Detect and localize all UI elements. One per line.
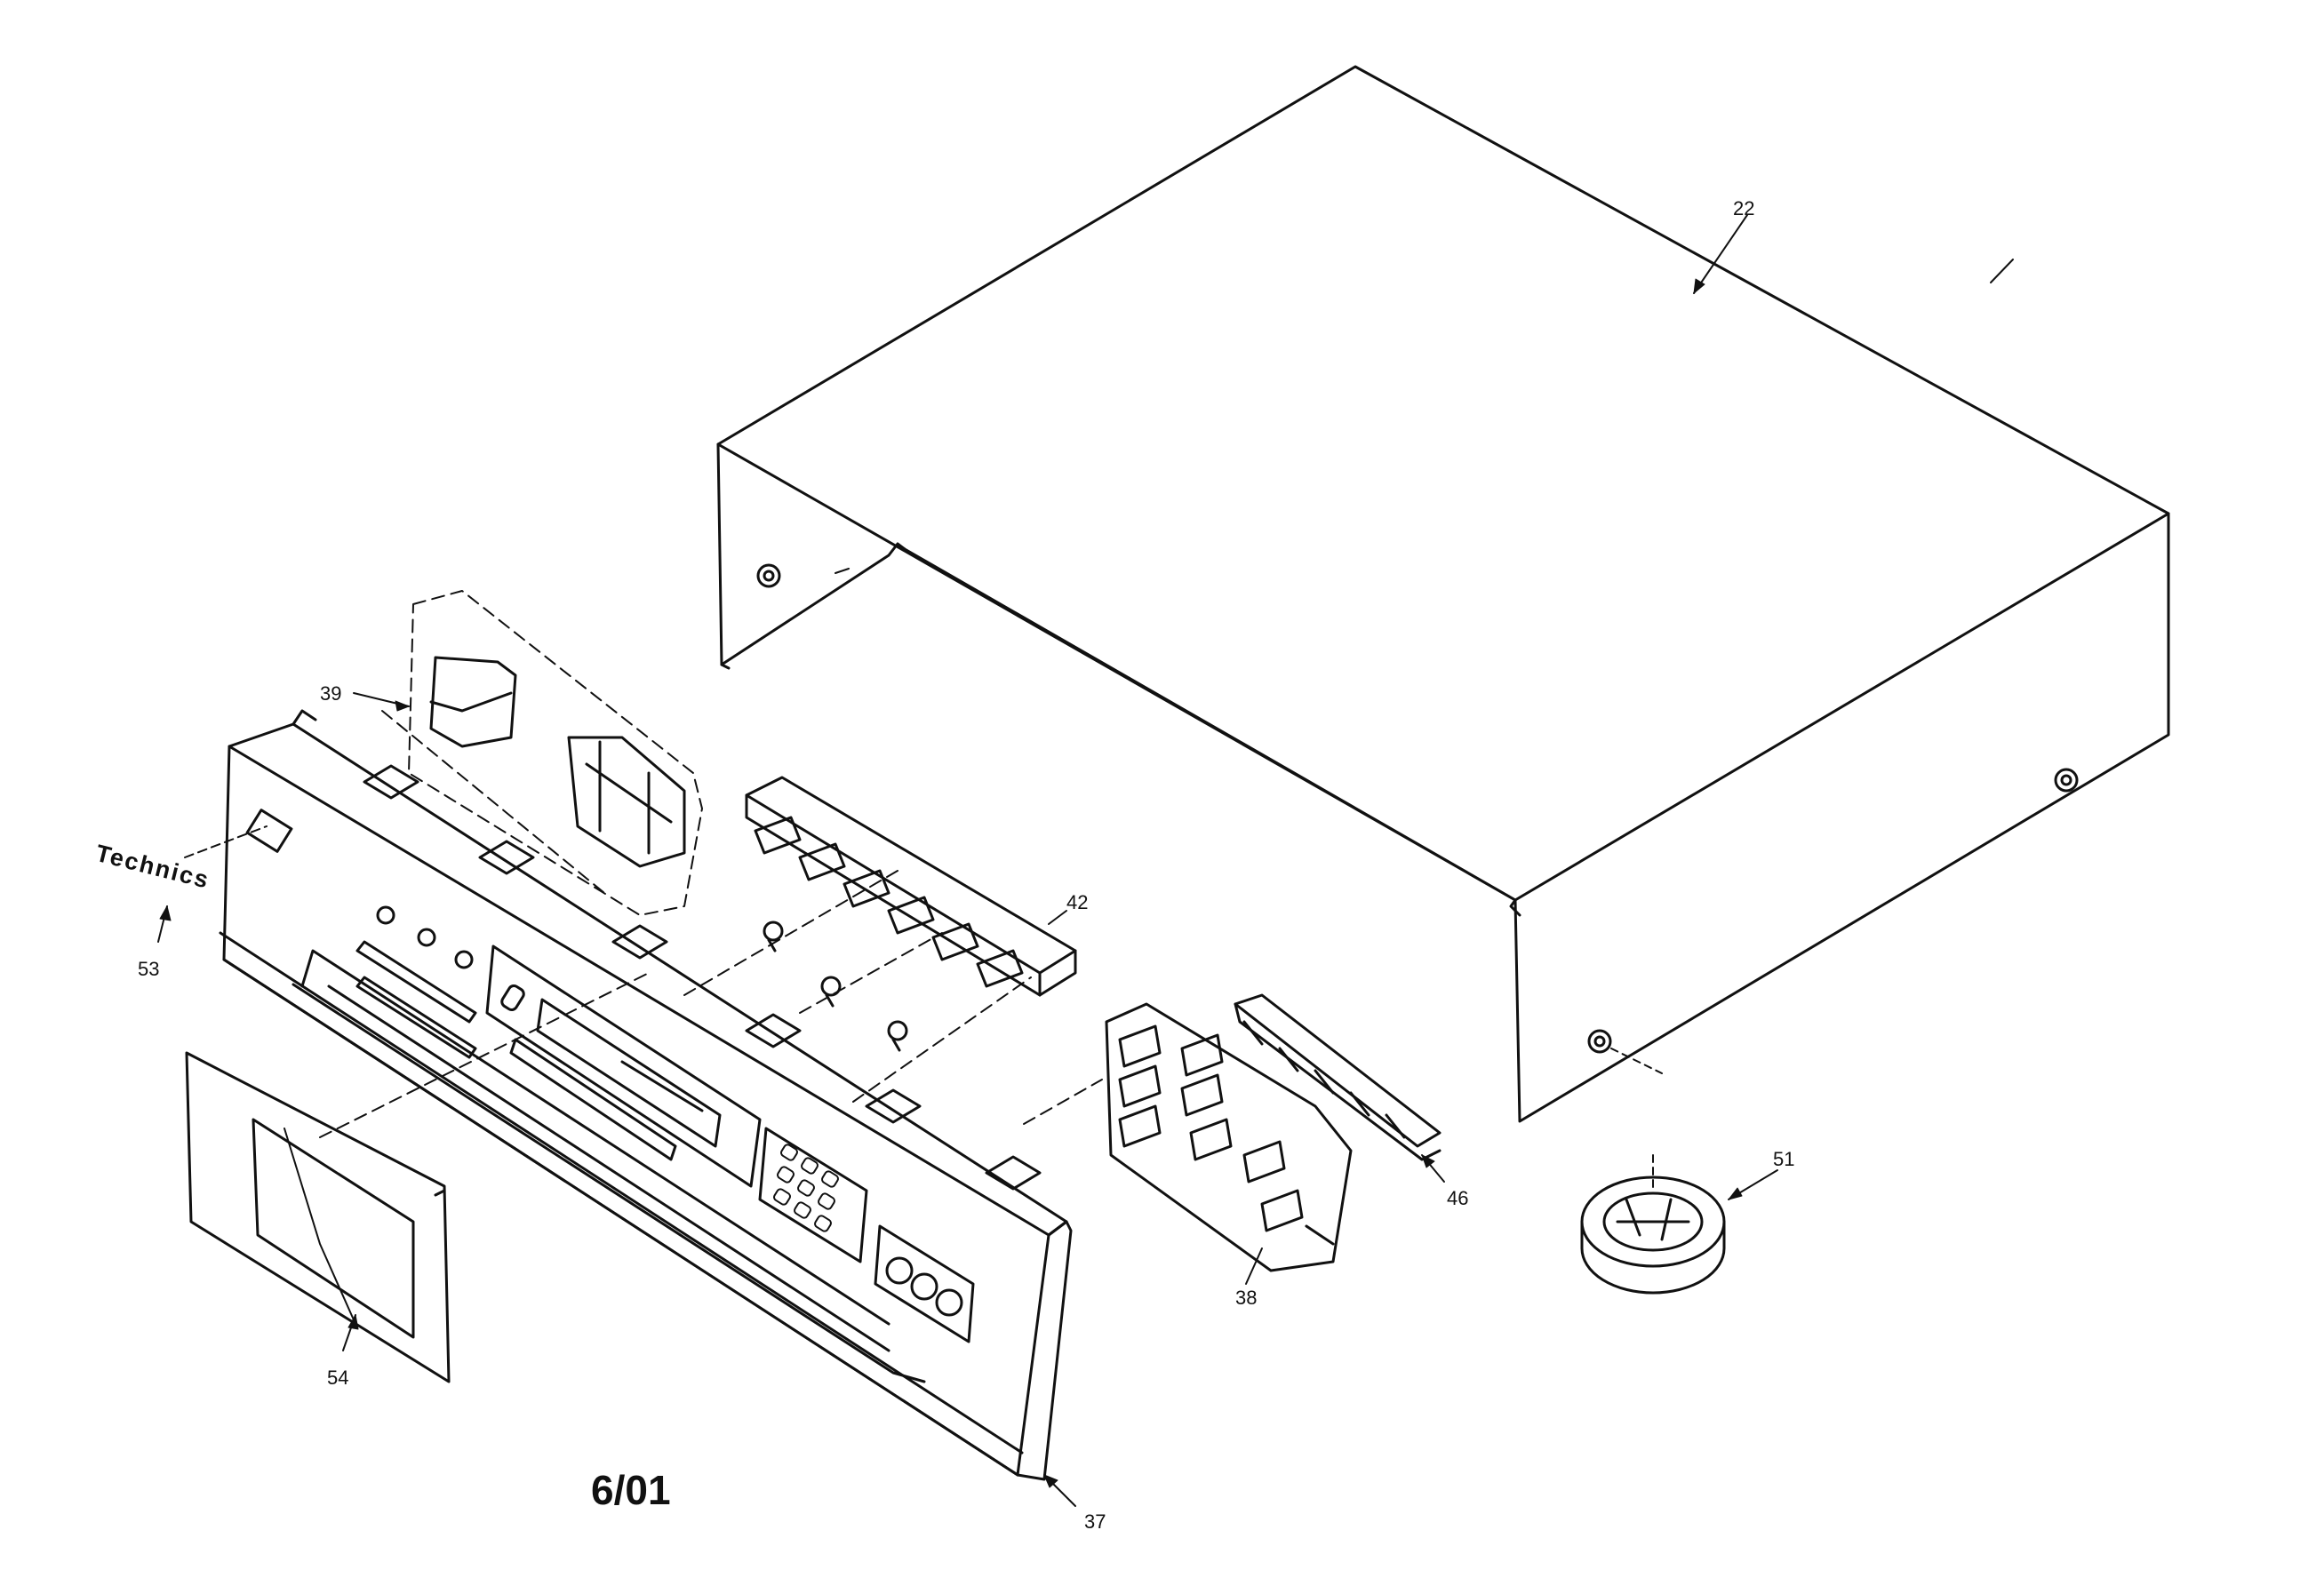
callout-54: 54 (327, 1367, 349, 1389)
top-cover-part-22 (716, 65, 2170, 1123)
callout-22: 22 (1733, 197, 1755, 219)
callout-39: 39 (320, 682, 342, 705)
button-rail-part-46 (1234, 993, 1442, 1161)
callout-37: 37 (1084, 1510, 1106, 1533)
button-holder-part-38 (1105, 1002, 1353, 1272)
leader-38 (1245, 1247, 1263, 1285)
button-module-part-39 (381, 590, 703, 916)
knob-part-51 (1580, 1154, 1726, 1295)
callout-46: 46 (1447, 1187, 1469, 1209)
leader-22 (1693, 214, 1748, 294)
callout-51: 51 (1773, 1148, 1795, 1170)
button-board-part-42 (745, 776, 1077, 997)
callout-38: 38 (1235, 1287, 1258, 1309)
callout-53: 53 (138, 958, 160, 980)
date-code: 6/01 (591, 1467, 671, 1513)
display-window-part-54 (185, 1051, 451, 1383)
front-panel-part-37 (219, 709, 1073, 1481)
callout-42: 42 (1066, 891, 1089, 913)
indicator-lenses (683, 870, 1032, 1103)
leader-42 (1048, 910, 1067, 925)
